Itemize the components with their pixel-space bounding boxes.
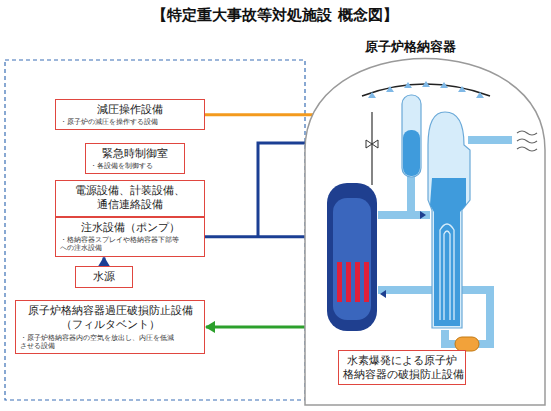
vessel-interior [333,198,371,320]
connector-line [103,258,106,266]
flow-connector [104,258,105,266]
process-box: 電源設備、計装設備、 通信連絡設備 [55,180,205,217]
box-title: 水源 [80,270,128,284]
process-box: 緊急時制御室・各設備を制御する [85,143,185,174]
box-note: ・格納容器スプレイや格納容器下部等 への注水設備 [60,236,200,252]
reactor-vessel [327,183,377,331]
box-title: 緊急時制御室 [90,147,180,161]
fuel-rods [337,262,369,302]
box-note: ・各設備を制御する [90,162,180,170]
spray-nozzles [368,81,484,98]
containment-vessel: 原子炉格納容器水素爆発による原子炉 格納容器の破損防止設備 [300,36,548,408]
pressurizer [402,95,421,177]
pressurizer-water [403,130,420,176]
dashed-region [5,60,305,400]
containment-dome [305,59,545,406]
box-note: ・原子炉の減圧を操作する設備 [60,118,200,126]
box-title: 注水設備（ポンプ） [60,221,200,235]
process-box: 減圧操作設備・原子炉の減圧を操作する設備 [55,99,205,130]
box-note: ・原子炉格納容器内の空気を放出し、内圧を低減 させる設備 [20,334,200,350]
box-title: 水素爆発による原子炉 格納容器の破損防止設備 [343,354,461,381]
diagram-title: 【特定重大事故等対処施設 概念図】 [60,6,490,25]
generator-water [430,178,466,326]
recombiner [455,337,479,351]
box-title: 原子炉格納容器過圧破損防止設備 （フィルタベント） [20,304,200,333]
relief-line [371,112,372,185]
process-box: 水源 [75,266,133,288]
process-box: 注水設備（ポンプ）・格納容器スプレイや格納容器下部等 への注水設備 [55,217,205,257]
steam-generator [428,112,470,328]
u-tubes [440,224,454,320]
box-title: 減圧操作設備 [60,103,200,117]
valve-symbol [366,140,378,148]
section-heading: 原子炉格納容器 [330,38,490,56]
steam-outflow [517,131,537,151]
flow-arrows [380,211,426,298]
box-title: 電源設備、計装設備、 通信連絡設備 [60,184,200,213]
process-box: 水素爆発による原子炉 格納容器の破損防止設備 [338,350,466,385]
process-box: 原子炉格納容器過圧破損防止設備 （フィルタベント）・原子炉格納容器内の空気を放出… [15,300,205,354]
